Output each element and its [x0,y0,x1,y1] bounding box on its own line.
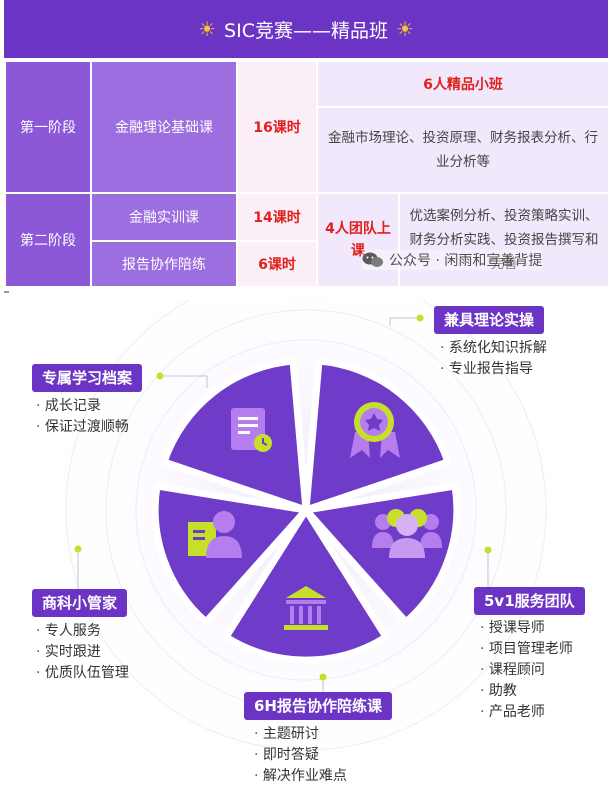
list-item: 助教 [480,681,573,702]
list-item: 保证过渡顺畅 [36,417,129,438]
list-item: 实时跟进 [36,642,129,663]
desc-1-text: 金融市场理论、投资原理、财务报表分析、行业分析等 [328,130,598,170]
team-people-icon [372,509,442,558]
sun-icon: ☀ [395,17,414,41]
list-item: 成长记录 [36,396,129,417]
list-item: 专人服务 [36,621,129,642]
stage-2-cell: 第二阶段 [4,192,92,288]
list-item: 优质队伍管理 [36,663,129,684]
tag-report: 6H报告协作陪练课 [244,692,392,720]
list-item: 产品老师 [480,702,573,723]
desc-2-text: 优选案例分析、投资策略实训、财务分析实践、投资报告撰写和完善 [409,208,599,272]
class-size-6-cell: 6人精品小班 [316,60,610,108]
course-3-cell: 报告协作陪练 [90,240,238,288]
diagram-graphic [26,300,586,790]
list-item: 授课导师 [480,618,573,639]
stage-1-cell: 第一阶段 [4,60,92,194]
hours-2-cell: 14课时 [236,192,318,242]
list-manager: 专人服务 实时跟进 优质队伍管理 [36,621,129,684]
person-board-icon [188,511,242,558]
list-item: 即时答疑 [254,745,347,766]
corner-mark [4,291,9,293]
wedge-report [222,506,390,664]
list-report: 主题研讨 即时答疑 解决作业难点 [254,724,347,787]
tag-manager: 商科小管家 [32,589,128,617]
list-item: 专业报告指导 [440,359,547,380]
list-item: 项目管理老师 [480,639,573,660]
sun-icon: ☀ [198,17,217,41]
list-team: 授课导师 项目管理老师 课程顾问 助教 产品老师 [480,618,573,723]
course-table-section: ☀ SIC竞赛——精品班 ☀ 第一阶段 金融理论基础课 16课时 6人精品小班 … [4,0,610,288]
list-item: 主题研讨 [254,724,347,745]
banner-title: SIC竞赛——精品班 [224,19,388,42]
list-item: 课程顾问 [480,660,573,681]
list-item: 系统化知识拆解 [440,338,547,359]
connector-dots [74,314,492,681]
course-1-cell: 金融理论基础课 [90,60,238,194]
watermark: 公众号 · 闲雨和宣善背提 [362,250,543,270]
wechat-icon [362,252,383,267]
list-practice: 系统化知识拆解 专业报告指导 [440,338,547,380]
award-ribbon-icon [350,402,400,458]
hours-3-cell: 6课时 [236,240,318,288]
desc-2-cell: 优选案例分析、投资策略实训、财务分析实践、投资报告撰写和完善 [398,192,610,288]
tag-practice: 兼具理论实操 [434,306,545,334]
hours-1-cell: 16课时 [236,60,318,194]
course-2-cell: 金融实训课 [90,192,238,242]
wedges [151,357,461,664]
team-size-4-cell: 4人团队上课 [316,192,400,288]
bank-building-icon [284,586,328,630]
document-icon [231,408,272,452]
tag-team: 5v1服务团队 [474,587,585,615]
service-diagram: 专属学习档案 成长记录 保证过渡顺畅 兼具理论实操 系统化知识拆解 专业报告指导… [0,300,612,792]
watermark-text: 公众号 · 闲雨和宣善背提 [389,253,543,269]
connector-lines [77,317,489,692]
tag-archive: 专属学习档案 [32,364,143,392]
list-item: 解决作业难点 [254,766,347,787]
list-archive: 成长记录 保证过渡顺畅 [36,396,129,438]
course-table: 第一阶段 金融理论基础课 16课时 6人精品小班 金融市场理论、投资原理、财务报… [4,60,610,288]
banner: ☀ SIC竞赛——精品班 ☀ [4,0,608,58]
desc-1-cell: 金融市场理论、投资原理、财务报表分析、行业分析等 [316,106,610,194]
